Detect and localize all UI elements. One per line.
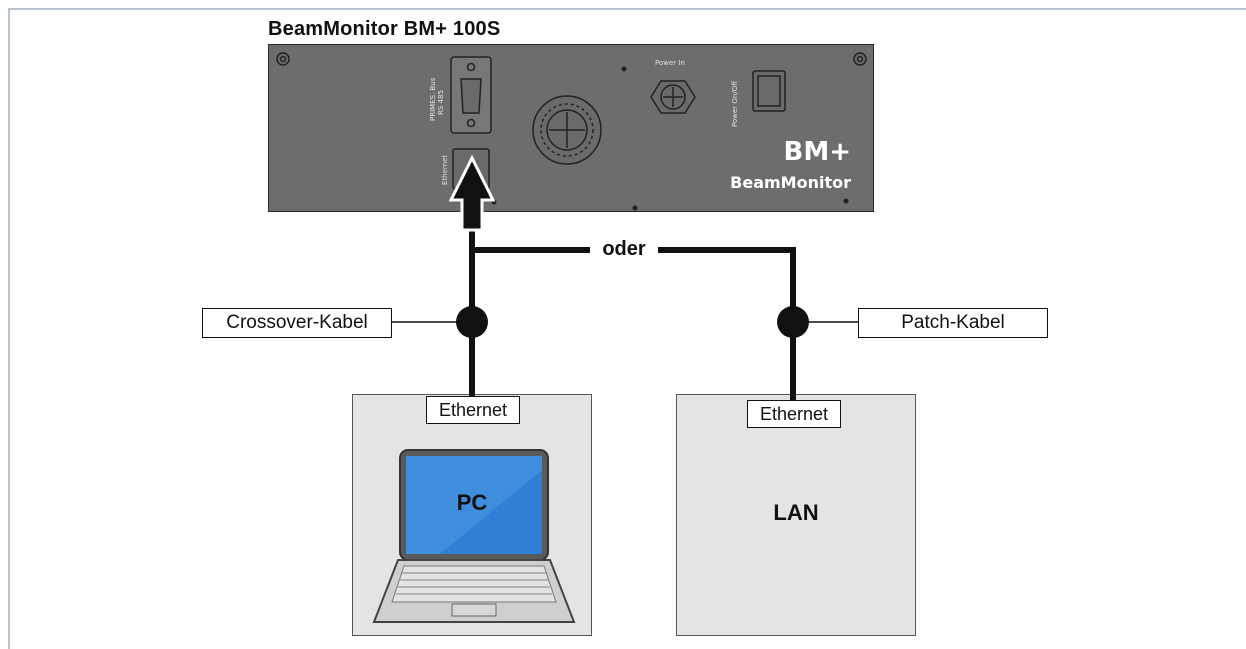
power-in-connector-icon — [650, 80, 696, 114]
lan-box — [676, 394, 916, 636]
oder-label: oder — [590, 234, 658, 264]
round-connector-icon — [532, 95, 602, 165]
power-in-label: Power In — [655, 59, 685, 67]
dsub-connector-icon — [450, 56, 492, 134]
lan-label: LAN — [773, 500, 819, 525]
screw-icon — [276, 52, 867, 66]
pc-label: PC — [456, 490, 488, 515]
power-switch-icon — [752, 70, 786, 112]
crossover-node-icon — [456, 306, 488, 338]
frame-left-border — [8, 8, 10, 649]
arrow-icon — [448, 154, 496, 232]
crossover-cable-label: Crossover-Kabel — [202, 308, 392, 338]
brand-logo-beammonitor: BeamMonitor — [730, 173, 851, 192]
pc-ethernet-label: Ethernet — [426, 396, 520, 424]
beammonitor-device-panel: PRIMES. Bus RS 485 Ethernet Power In Pow… — [268, 44, 874, 212]
patch-cable-label: Patch-Kabel — [858, 308, 1048, 338]
patch-node-icon — [777, 306, 809, 338]
mount-hole-icon — [621, 66, 849, 211]
diagram-title: BeamMonitor BM+ 100S — [268, 18, 501, 40]
laptop-icon — [372, 449, 576, 623]
brand-logo-bm: BM+ — [783, 137, 851, 167]
lan-ethernet-label: Ethernet — [747, 400, 841, 428]
frame-top-border — [8, 8, 1246, 10]
